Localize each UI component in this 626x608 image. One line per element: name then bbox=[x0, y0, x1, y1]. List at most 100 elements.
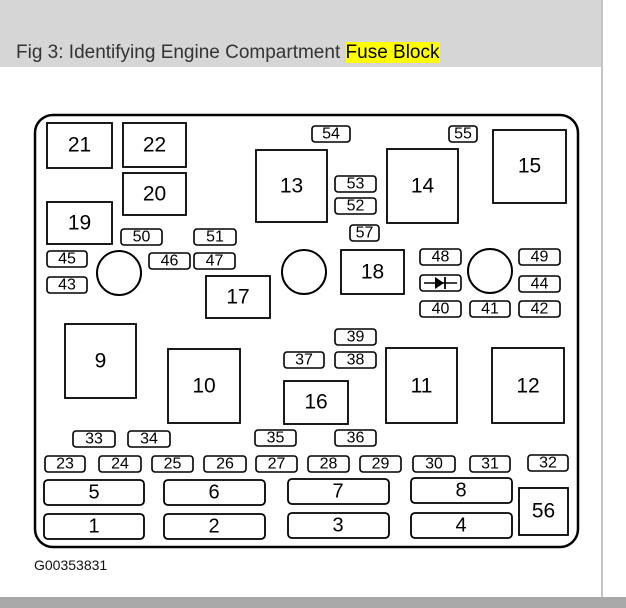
maxi-fuse-3: 3 bbox=[287, 512, 390, 539]
fuse-label: 5 bbox=[88, 481, 99, 503]
fuse-label: 35 bbox=[267, 430, 285, 447]
relay-label: 16 bbox=[304, 391, 327, 414]
fuse-label: 44 bbox=[531, 276, 549, 293]
maxi-fuse-2: 2 bbox=[163, 513, 266, 540]
mini-fuse-45: 45 bbox=[46, 250, 88, 268]
mini-fuse-36: 36 bbox=[334, 429, 377, 447]
relay-label: 17 bbox=[226, 286, 249, 309]
mini-fuse-55: 55 bbox=[448, 125, 478, 143]
relay-17: 17 bbox=[205, 275, 271, 319]
mini-fuse-48: 48 bbox=[419, 248, 462, 266]
relay-14: 14 bbox=[386, 148, 459, 224]
fuse-label: 2 bbox=[208, 515, 219, 537]
mini-fuse-24: 24 bbox=[98, 455, 142, 473]
scroll-gutter bbox=[603, 0, 626, 597]
relay-label: 19 bbox=[68, 212, 91, 235]
caption-highlight: Fuse Block bbox=[345, 42, 440, 63]
relay-label: 12 bbox=[516, 375, 539, 398]
mini-fuse-52: 52 bbox=[334, 197, 377, 215]
fuse-label: 27 bbox=[268, 456, 286, 473]
maxi-fuse-7: 7 bbox=[287, 478, 390, 505]
fuse-label: 31 bbox=[481, 456, 499, 473]
relay-20: 20 bbox=[122, 172, 187, 216]
mini-fuse-35: 35 bbox=[254, 429, 297, 447]
fuse-label: 32 bbox=[539, 455, 557, 472]
fuse-label: 28 bbox=[320, 456, 338, 473]
fuse-label: 49 bbox=[531, 249, 549, 266]
mini-fuse-29: 29 bbox=[359, 455, 402, 473]
fuse-label: 53 bbox=[347, 176, 365, 193]
fuse-label: 43 bbox=[58, 277, 76, 294]
fuse-label: 1 bbox=[88, 515, 99, 537]
fuse-label: 26 bbox=[216, 456, 234, 473]
mounting-hole-icon bbox=[281, 249, 327, 295]
relay-11: 11 bbox=[385, 347, 458, 424]
fuse-label: 48 bbox=[432, 249, 450, 266]
diode-slot bbox=[419, 274, 462, 292]
mini-fuse-27: 27 bbox=[255, 455, 298, 473]
mini-fuse-47: 47 bbox=[193, 252, 236, 270]
relay-label: 21 bbox=[68, 134, 91, 157]
mounting-hole-icon bbox=[467, 248, 513, 294]
maxi-fuse-6: 6 bbox=[163, 479, 266, 506]
fuse-label: 38 bbox=[347, 352, 365, 369]
fuse-label: 42 bbox=[531, 301, 549, 318]
mini-fuse-32: 32 bbox=[527, 454, 569, 472]
fuse-label: 30 bbox=[425, 456, 443, 473]
relay-12: 12 bbox=[491, 347, 565, 424]
fuse-label: 57 bbox=[356, 225, 374, 242]
relay-10: 10 bbox=[167, 348, 241, 424]
fuse-label: 51 bbox=[206, 229, 224, 246]
bottom-scrollbar[interactable] bbox=[0, 597, 626, 608]
relay-18: 18 bbox=[340, 249, 405, 295]
relay-16: 16 bbox=[283, 380, 349, 425]
relay-label: 15 bbox=[518, 155, 541, 178]
mini-fuse-46: 46 bbox=[148, 252, 191, 270]
fuse-label: 54 bbox=[322, 126, 340, 143]
mini-fuse-44: 44 bbox=[518, 275, 561, 293]
maxi-fuse-5: 5 bbox=[43, 479, 145, 506]
fuse-label: 34 bbox=[140, 431, 158, 448]
mini-fuse-34: 34 bbox=[127, 430, 171, 448]
fuse-label: 41 bbox=[481, 301, 499, 318]
page-frame bbox=[601, 0, 603, 597]
mini-fuse-54: 54 bbox=[311, 125, 351, 143]
mini-fuse-51: 51 bbox=[193, 228, 237, 246]
figure-code: G00353831 bbox=[34, 557, 108, 573]
fuse-label: 7 bbox=[332, 480, 343, 502]
mini-fuse-40: 40 bbox=[419, 300, 462, 318]
mini-fuse-37: 37 bbox=[283, 351, 325, 369]
mini-fuse-23: 23 bbox=[44, 455, 86, 473]
relay-9: 9 bbox=[64, 323, 137, 399]
mini-fuse-50: 50 bbox=[120, 228, 163, 246]
fuse-label: 25 bbox=[164, 456, 182, 473]
fuse-label: 8 bbox=[455, 479, 466, 501]
fuse-label: 23 bbox=[56, 456, 74, 473]
caption-bar: Fig 3: Identifying Engine Compartment Fu… bbox=[0, 0, 601, 67]
mini-fuse-38: 38 bbox=[334, 351, 377, 369]
mini-fuse-42: 42 bbox=[518, 300, 561, 318]
diode-icon bbox=[424, 277, 457, 289]
fuse-label: 45 bbox=[58, 251, 76, 268]
fuse-label: 39 bbox=[347, 329, 365, 346]
mini-fuse-31: 31 bbox=[469, 455, 511, 473]
relay-label: 9 bbox=[95, 350, 107, 373]
mini-fuse-30: 30 bbox=[412, 455, 456, 473]
fuse-label: 29 bbox=[372, 456, 390, 473]
fuse-label: 47 bbox=[206, 253, 224, 270]
fuse-label: 6 bbox=[208, 481, 219, 503]
mini-fuse-28: 28 bbox=[307, 455, 350, 473]
relay-label: 20 bbox=[143, 183, 166, 206]
fuse-label: 36 bbox=[347, 430, 365, 447]
mini-fuse-26: 26 bbox=[203, 455, 247, 473]
relay-label: 18 bbox=[361, 261, 384, 284]
fuse-label: 52 bbox=[347, 198, 365, 215]
mini-fuse-53: 53 bbox=[334, 175, 377, 193]
fuse-label: 4 bbox=[455, 514, 466, 536]
fuse-label: 46 bbox=[161, 253, 179, 270]
relay-56: 56 bbox=[518, 487, 569, 536]
figure-caption: Fig 3: Identifying Engine Compartment Fu… bbox=[16, 42, 440, 64]
fuse-label: 40 bbox=[432, 301, 450, 318]
relay-label: 56 bbox=[532, 500, 555, 523]
